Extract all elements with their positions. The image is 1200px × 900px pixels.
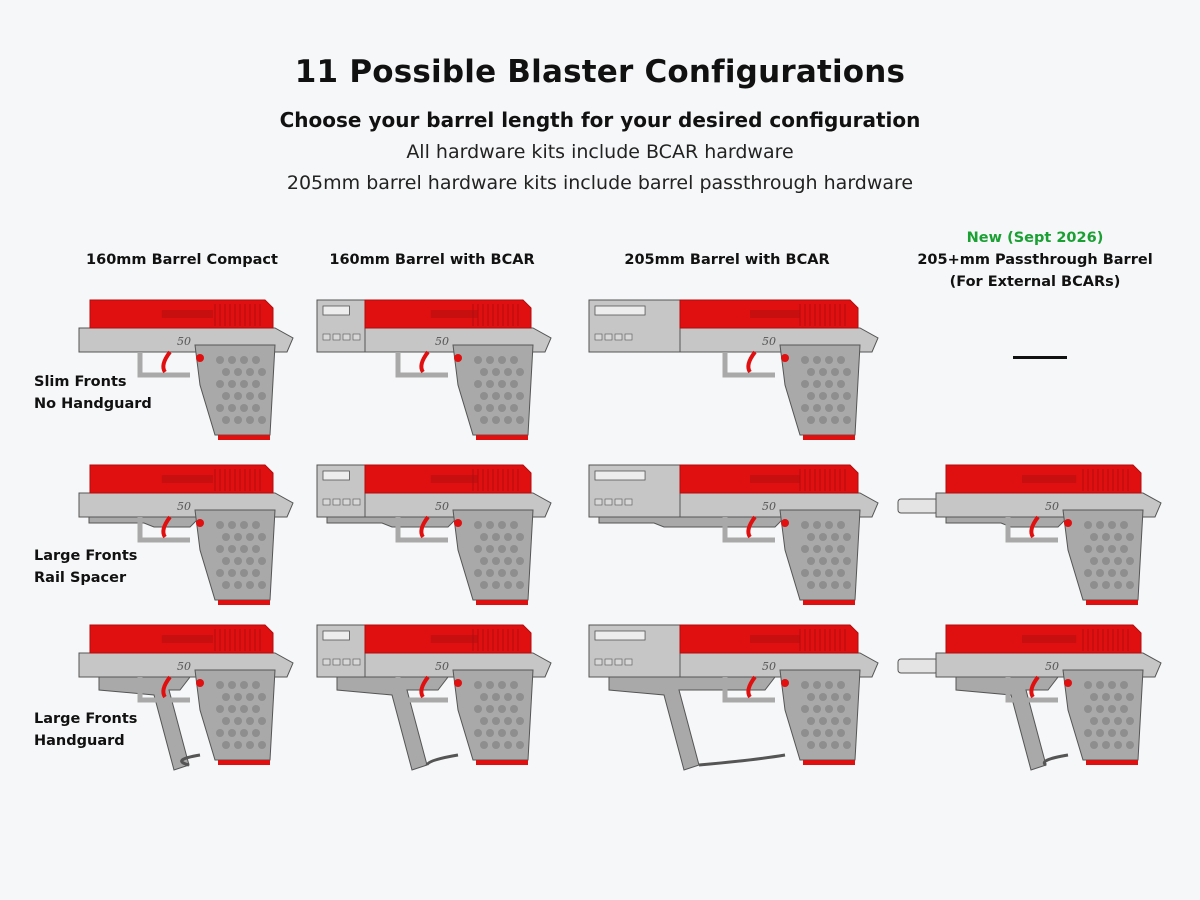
blaster-config-image: 50	[585, 615, 890, 780]
row-label-slim-fronts: Slim Fronts No Handguard	[34, 371, 152, 415]
svg-text:50: 50	[1045, 500, 1059, 513]
info-line-bcar: All hardware kits include BCAR hardware	[406, 141, 794, 163]
blaster-config-image: 50	[75, 455, 305, 620]
svg-text:50: 50	[762, 500, 776, 513]
blaster-icon: 50	[897, 464, 1162, 605]
unavailable-dash-marker	[1013, 356, 1067, 359]
row-label-large-fronts-handguard: Large Fronts Handguard	[34, 708, 137, 752]
blaster-icon: 50	[78, 624, 294, 771]
page-title: 11 Possible Blaster Configurations	[294, 54, 906, 90]
blaster-config-image: 50	[313, 290, 563, 455]
info-line-passthrough: 205mm barrel hardware kits include barre…	[286, 172, 914, 194]
column-header-205-bcar: 205mm Barrel with BCAR	[624, 252, 830, 268]
row-label-line1: Large Fronts	[34, 548, 138, 564]
row-label-line1: Slim Fronts	[34, 374, 127, 390]
blaster-config-image: 50	[313, 615, 563, 780]
row-label-line2: No Handguard	[34, 396, 152, 412]
svg-text:50: 50	[177, 500, 191, 513]
row-label-line1: Large Fronts	[34, 711, 138, 727]
blaster-icon: 50	[78, 299, 294, 440]
svg-text:50: 50	[177, 335, 191, 348]
new-badge: New (Sept 2026)	[966, 230, 1104, 246]
svg-text:50: 50	[435, 660, 449, 673]
blaster-config-image: 50	[585, 455, 890, 620]
blaster-config-image: 50	[75, 615, 305, 780]
column-header-line2: (For External BCARs)	[949, 274, 1121, 290]
row-label-line2: Rail Spacer	[34, 570, 127, 586]
row-label-large-fronts-rail: Large Fronts Rail Spacer	[34, 545, 137, 589]
row-label-line2: Handguard	[34, 733, 125, 749]
svg-text:50: 50	[435, 500, 449, 513]
column-header-160-compact: 160mm Barrel Compact	[86, 252, 278, 268]
blaster-config-image: 50	[585, 290, 890, 455]
blaster-icon: 50	[588, 299, 879, 440]
blaster-icon: 50	[897, 624, 1162, 771]
column-header-line1: 205+mm Passthrough Barrel	[917, 252, 1153, 268]
blaster-config-image: 50	[313, 455, 563, 620]
column-header-205-passthrough: New (Sept 2026) 205+mm Passthrough Barre…	[880, 227, 1190, 293]
svg-text:50: 50	[177, 660, 191, 673]
blaster-icon: 50	[316, 299, 552, 440]
svg-text:50: 50	[762, 660, 776, 673]
column-header-160-bcar: 160mm Barrel with BCAR	[329, 252, 535, 268]
blaster-config-image: 50	[897, 615, 1173, 780]
blaster-icon: 50	[316, 464, 552, 605]
blaster-config-image: 50	[75, 290, 305, 455]
blaster-config-image: 50	[897, 455, 1173, 620]
blaster-icon: 50	[78, 464, 294, 605]
blaster-icon: 50	[588, 464, 879, 605]
blaster-icon: 50	[588, 624, 879, 771]
page-subtitle: Choose your barrel length for your desir…	[279, 108, 921, 132]
svg-text:50: 50	[762, 335, 776, 348]
blaster-icon: 50	[316, 624, 552, 771]
svg-text:50: 50	[1045, 660, 1059, 673]
svg-text:50: 50	[435, 335, 449, 348]
